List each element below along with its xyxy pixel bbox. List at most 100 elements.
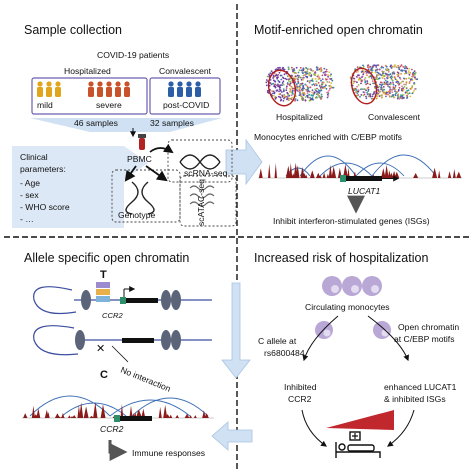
- peak: [47, 412, 50, 418]
- umap-point: [356, 94, 358, 97]
- umap-point: [285, 87, 288, 89]
- umap-point: [355, 91, 358, 93]
- clinical-item: - …: [20, 214, 34, 224]
- umap-point: [302, 91, 304, 94]
- umap-point: [300, 78, 303, 81]
- umap-point: [397, 64, 400, 67]
- umap-point: [402, 80, 405, 83]
- umap-point: [288, 94, 291, 97]
- umap-point: [330, 82, 333, 85]
- umap-point: [397, 90, 400, 92]
- umap-point: [405, 81, 408, 83]
- umap-point: [361, 88, 363, 90]
- umap-highlight-left: [267, 69, 297, 107]
- peak: [202, 414, 205, 418]
- umap-point: [368, 66, 371, 69]
- umap-point: [389, 65, 392, 68]
- funnel-band: [30, 118, 222, 132]
- chromatin-loop-bottom: [33, 325, 79, 356]
- umap-point: [320, 96, 323, 99]
- umap-point: [399, 78, 402, 80]
- peak: [93, 402, 98, 418]
- umap-point: [294, 98, 297, 100]
- arrow-left-down: [301, 409, 327, 447]
- umap-point: [322, 71, 325, 74]
- umap-point: [395, 91, 398, 93]
- umap-point: [271, 92, 274, 95]
- umap-convalescent: [349, 64, 419, 100]
- umap-point: [304, 71, 307, 74]
- umap-point: [371, 80, 374, 82]
- peak: [328, 164, 333, 178]
- umap-point: [310, 94, 313, 97]
- umap-point: [408, 77, 410, 79]
- umap-point: [318, 85, 321, 87]
- umap-point: [282, 100, 285, 102]
- umap-point: [272, 82, 275, 85]
- umap-point: [293, 89, 296, 92]
- umap-point: [375, 66, 378, 68]
- peak: [384, 164, 389, 178]
- umap-point: [285, 89, 288, 92]
- peak: [158, 406, 162, 418]
- umap-point: [397, 84, 400, 86]
- umap-point: [371, 97, 374, 100]
- umap-point: [414, 88, 416, 90]
- umap-point: [353, 89, 355, 91]
- umap-point: [281, 82, 284, 84]
- ccr2-promoter-track: [114, 415, 120, 422]
- umap-point: [370, 68, 372, 71]
- umap-point: [396, 80, 399, 83]
- umap-point: [299, 84, 302, 87]
- umap-point: [285, 78, 288, 81]
- umap-point: [308, 73, 311, 76]
- umap-point: [314, 78, 317, 80]
- umap-point: [289, 97, 292, 100]
- peak: [93, 414, 98, 418]
- umap-point: [282, 94, 285, 97]
- panel-title: Motif-enriched open chromatin: [254, 23, 423, 37]
- umap-point: [287, 67, 290, 70]
- genotype-label: Genotype: [118, 210, 155, 220]
- panel-title: Sample collection: [24, 23, 122, 37]
- umap-point: [325, 88, 328, 90]
- umap-point: [357, 78, 360, 81]
- umap-point: [397, 72, 400, 74]
- umap-point: [326, 81, 329, 83]
- umap-point: [306, 85, 309, 88]
- umap-point: [408, 67, 410, 70]
- clinical-title-line1: Clinical: [20, 152, 48, 162]
- umap-point: [372, 64, 375, 67]
- umap-point: [400, 88, 403, 90]
- umap-point: [277, 66, 279, 69]
- umap-point: [294, 77, 297, 80]
- clinical-title-line2: parameters:: [20, 164, 66, 174]
- umap-point: [319, 90, 321, 92]
- umap-point: [387, 93, 389, 96]
- umap-point: [297, 71, 300, 74]
- umap-point: [281, 84, 283, 86]
- umap-point: [297, 78, 299, 80]
- umap-point: [399, 65, 402, 68]
- umap-point: [274, 80, 277, 83]
- genotype-helix-icon: [125, 181, 155, 215]
- clinical-parameters-box: [12, 146, 148, 228]
- coaccessibility-arcs: [29, 395, 209, 417]
- umap-point: [400, 64, 403, 66]
- umap-point: [328, 89, 330, 92]
- peak: [204, 413, 209, 418]
- peak: [165, 414, 170, 418]
- risk-wedge: [326, 410, 394, 430]
- umap-point: [361, 76, 363, 78]
- umap-point: [391, 76, 394, 78]
- peak: [274, 163, 277, 178]
- flow-arrow-left-bottom: [211, 421, 253, 451]
- umap-point: [409, 79, 412, 81]
- allele-t: T: [100, 269, 107, 281]
- peak: [189, 415, 192, 418]
- ccr2-promoter-top: [120, 297, 126, 304]
- umap-point: [383, 92, 386, 95]
- umap-point: [363, 70, 365, 73]
- umap-point: [308, 72, 310, 75]
